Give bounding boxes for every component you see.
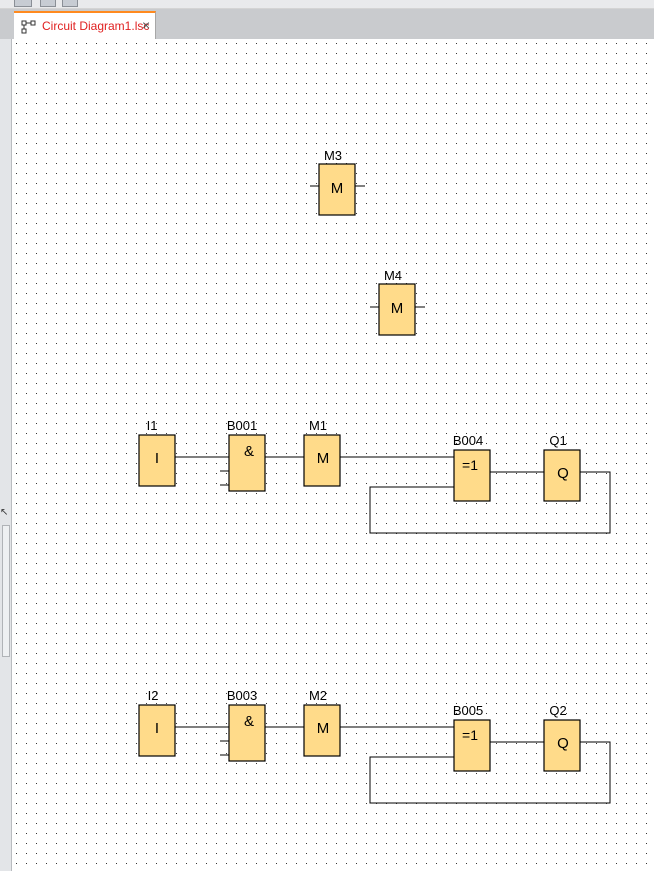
toolbar-icon-1[interactable] [14, 0, 32, 7]
toolbar-icon-2[interactable] [40, 0, 56, 7]
panel-scrollbar[interactable] [2, 525, 10, 657]
tab-circuit-diagram[interactable]: Circuit Diagram1.lsc × [14, 11, 156, 39]
diagram-svg: M M3 M M4 I I1 & B001 M M1 =1 B004 [12, 39, 654, 871]
block-m2[interactable]: M M2 [303, 688, 341, 757]
toolbar-strip [0, 0, 654, 9]
circuit-diagram-icon [21, 20, 36, 34]
block-b004-label: B004 [453, 433, 483, 448]
block-m4-symbol: M [391, 300, 404, 317]
block-b003-symbol: & [244, 713, 254, 730]
block-b003[interactable]: & B003 [227, 688, 266, 762]
block-b005-label: B005 [453, 703, 483, 718]
block-m1-label: M1 [309, 418, 327, 433]
collapse-arrow-icon[interactable]: ↖ [0, 507, 9, 518]
block-m2-body [303, 704, 341, 757]
diagram-canvas[interactable]: M M3 M M4 I I1 & B001 M M1 =1 B004 [12, 39, 654, 871]
block-b001-label: B001 [227, 418, 257, 433]
block-m1-symbol: M [317, 450, 330, 467]
block-m2-label: M2 [309, 688, 327, 703]
block-i2-symbol: I [155, 720, 159, 737]
block-m1-body [303, 434, 341, 487]
block-b005-body [453, 719, 491, 772]
block-b005[interactable]: =1 B005 [453, 703, 491, 772]
block-q2-symbol: Q [557, 735, 569, 752]
tab-bar: Circuit Diagram1.lsc × [0, 9, 654, 39]
toolbar-icon-3[interactable] [62, 0, 78, 7]
block-i2[interactable]: I I2 [138, 688, 176, 757]
block-m4-label: M4 [384, 268, 402, 283]
block-i2-label: I2 [148, 688, 159, 703]
block-m1[interactable]: M M1 [303, 418, 341, 487]
block-b005-symbol: =1 [462, 727, 478, 743]
block-b001-symbol: & [244, 443, 254, 460]
block-b001-body [228, 434, 266, 492]
block-q2[interactable]: Q Q2 [543, 703, 581, 772]
block-m3[interactable]: M M3 [318, 148, 356, 216]
block-m3-body [318, 163, 356, 216]
block-i1-body [138, 434, 176, 487]
block-i1-symbol: I [155, 450, 159, 467]
block-q1[interactable]: Q Q1 [543, 433, 581, 502]
block-m2-symbol: M [317, 720, 330, 737]
block-q1-label: Q1 [549, 433, 566, 448]
block-b003-body [228, 704, 266, 762]
block-q1-symbol: Q [557, 465, 569, 482]
wire-q1-feedback [369, 471, 611, 534]
wires [175, 185, 611, 804]
tab-title: Circuit Diagram1.lsc [42, 19, 150, 33]
block-b004-body [453, 449, 491, 502]
block-b004-symbol: =1 [462, 457, 478, 473]
block-q1-body [543, 449, 581, 502]
block-b001[interactable]: & B001 [227, 418, 266, 492]
block-i1-label: I1 [147, 418, 158, 433]
block-m4-body [378, 283, 416, 336]
block-m3-symbol: M [331, 180, 344, 197]
close-icon[interactable]: × [142, 17, 151, 33]
block-m3-label: M3 [324, 148, 342, 163]
block-b004[interactable]: =1 B004 [453, 433, 491, 502]
wire-q2-feedback [369, 741, 611, 804]
left-panel-gutter: ↖ [0, 39, 12, 871]
block-i2-body [138, 704, 176, 757]
block-b003-label: B003 [227, 688, 257, 703]
block-m4[interactable]: M M4 [378, 268, 416, 336]
block-q2-label: Q2 [549, 703, 566, 718]
block-q2-body [543, 719, 581, 772]
block-i1[interactable]: I I1 [138, 418, 176, 487]
